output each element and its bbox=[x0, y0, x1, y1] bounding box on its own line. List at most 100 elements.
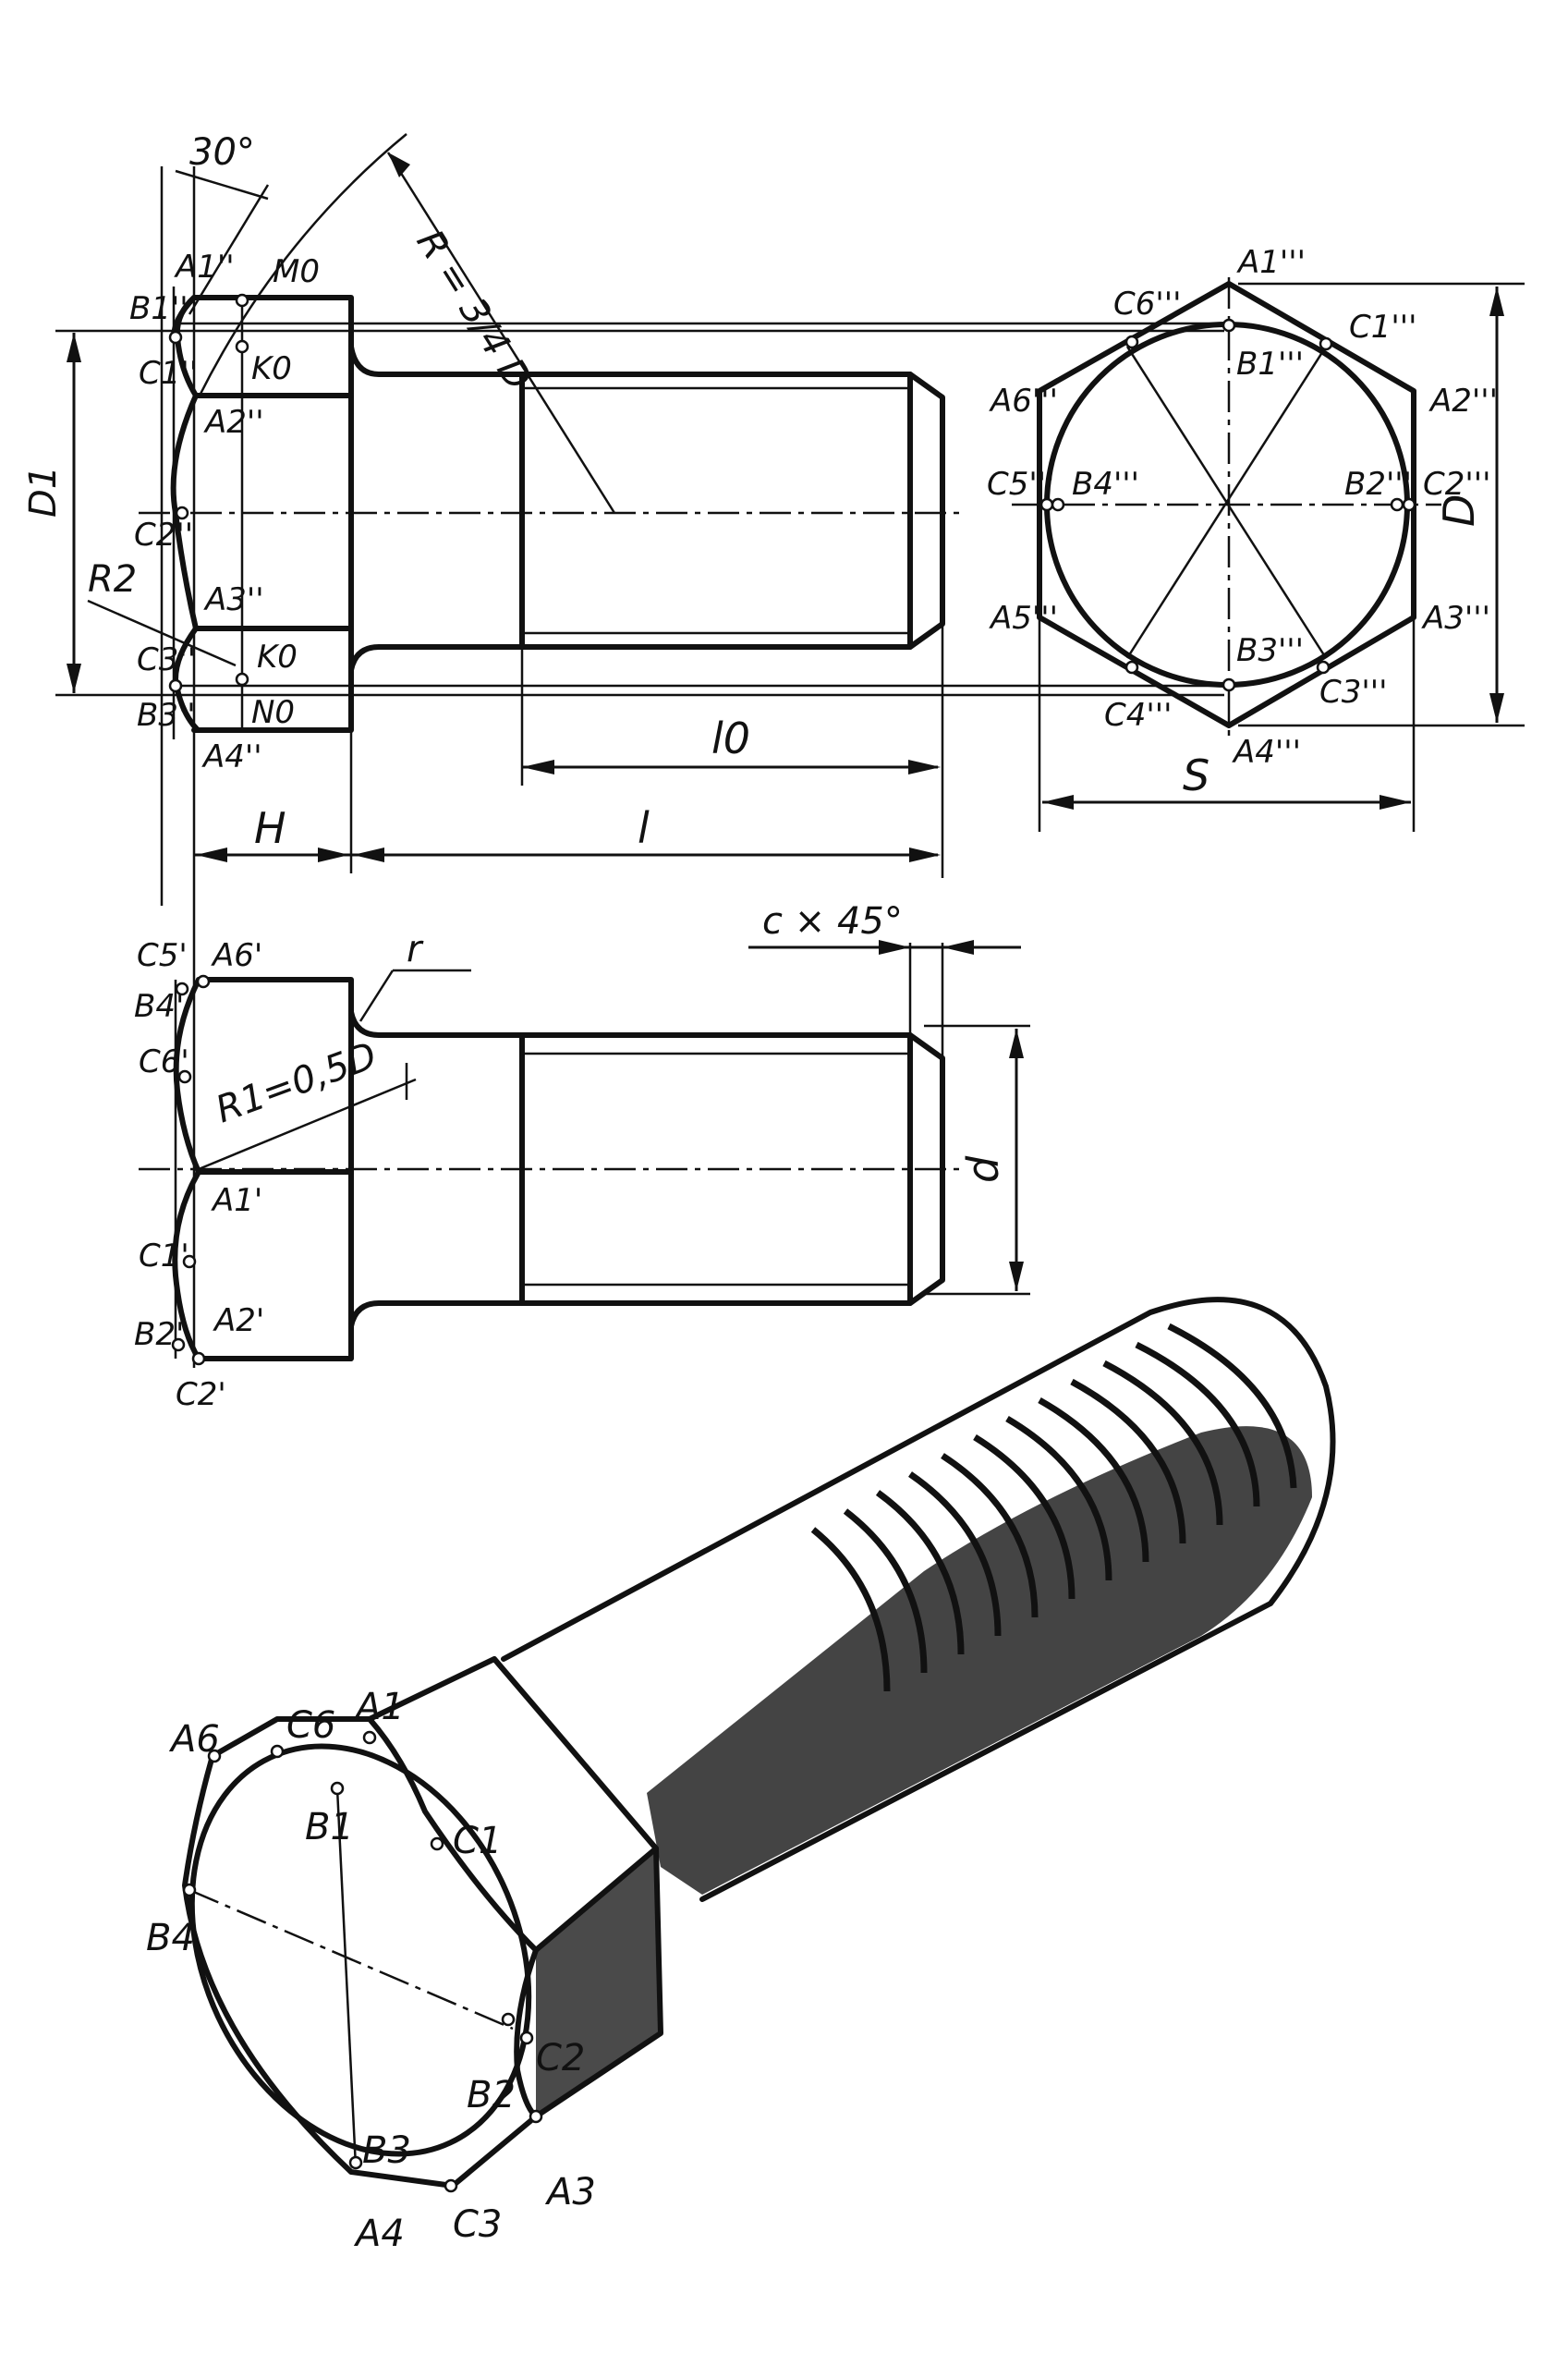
front-view bbox=[55, 133, 1224, 1368]
front-view-labels: 30° R = 3/4 D B1'' A1'' M0 C1'' K0 A2'' … bbox=[22, 131, 750, 853]
dim-l0-arrow-left bbox=[522, 760, 554, 774]
label-b3-front: B3'' bbox=[137, 697, 196, 734]
dim-h-arrow-right bbox=[318, 848, 349, 862]
label-a1-front: A1'' bbox=[174, 249, 235, 286]
label-b1-end: B1''' bbox=[1236, 346, 1304, 383]
pt-c3-end bbox=[1316, 660, 1331, 675]
label-a1-end: A1''' bbox=[1236, 244, 1306, 281]
label-a4-end: A4''' bbox=[1232, 734, 1301, 771]
pt-c2-end bbox=[1402, 497, 1416, 512]
label-c1-iso: C1 bbox=[453, 1820, 502, 1862]
radius-line bbox=[386, 152, 616, 514]
iso-axis-1 bbox=[188, 1888, 514, 2031]
label-a6-end: A6''' bbox=[989, 383, 1058, 420]
label-a3-end: A3''' bbox=[1421, 600, 1490, 637]
dim-l-arrow-left bbox=[353, 848, 384, 862]
label-c2-iso: C2 bbox=[536, 2037, 585, 2079]
pt-a6-top bbox=[196, 974, 211, 989]
pt-a3-iso bbox=[529, 2109, 543, 2124]
dim-d-arrow-top bbox=[1489, 287, 1504, 316]
pt-b3-end bbox=[1222, 677, 1236, 692]
pt-c1-iso bbox=[430, 1836, 444, 1851]
pt-k0-top bbox=[235, 339, 249, 354]
label-b1-iso: B1 bbox=[305, 1806, 354, 1848]
pt-b3-iso bbox=[348, 2155, 363, 2170]
label-h: H bbox=[254, 803, 286, 853]
dim-d1-arrow-bottom bbox=[67, 664, 81, 693]
label-r2: R2 bbox=[88, 558, 137, 601]
end-view bbox=[1012, 277, 1525, 832]
label-b2-top: B2' bbox=[134, 1316, 184, 1353]
label-c4-end: C4''' bbox=[1104, 697, 1172, 734]
label-c1-end: C1''' bbox=[1349, 309, 1416, 346]
label-a3-iso: A3 bbox=[544, 2171, 596, 2214]
label-a6-top: A6' bbox=[211, 937, 262, 974]
label-b1-front: B1'' bbox=[129, 290, 188, 327]
dim-l0-arrow-right bbox=[908, 760, 941, 774]
label-chamfer: c × 45° bbox=[762, 900, 903, 943]
label-c2-end: C2''' bbox=[1423, 466, 1490, 503]
pt-b2-top bbox=[171, 1337, 186, 1352]
angle-line-1 bbox=[175, 169, 269, 201]
label-k0-top: K0 bbox=[251, 350, 292, 387]
front-shank bbox=[348, 344, 945, 673]
label-c2-top: C2' bbox=[176, 1376, 226, 1413]
pt-b4-iso bbox=[182, 1883, 197, 1897]
label-s: S bbox=[1183, 750, 1209, 800]
pt-k0-bottom bbox=[235, 672, 249, 687]
label-a2-end: A2''' bbox=[1428, 383, 1498, 420]
label-c1-front: C1'' bbox=[139, 355, 198, 392]
isometric-labels: A6 C6 A1 B1 C1 B4 C2 B2 B3 A4 C3 A3 bbox=[146, 1686, 596, 2255]
label-b4-top: B4' bbox=[134, 988, 184, 1025]
pt-b1-end bbox=[1222, 318, 1236, 333]
pt-b2-iso bbox=[501, 2012, 516, 2027]
angle-line-2 bbox=[188, 184, 270, 315]
pt-c5-top bbox=[175, 982, 189, 996]
iso-thread bbox=[810, 1323, 1297, 1692]
end-hexagon bbox=[1037, 281, 1416, 728]
label-a4-front: A4'' bbox=[201, 738, 262, 775]
label-a1-iso: A1 bbox=[353, 1686, 405, 1728]
dim-d-arrow-bottom bbox=[1489, 693, 1504, 723]
pt-a1-iso bbox=[362, 1730, 377, 1745]
r1-leader bbox=[198, 1078, 417, 1171]
iso-axis-2 bbox=[335, 1787, 358, 2168]
dim-l-arrow-right bbox=[909, 848, 941, 862]
label-c6-end: C6''' bbox=[1113, 286, 1181, 323]
chamfer-arrow-right bbox=[942, 940, 974, 955]
label-b3-end: B3''' bbox=[1236, 632, 1304, 669]
iso-shank-outline bbox=[501, 1297, 1336, 1902]
label-a4-iso: A4 bbox=[353, 2213, 405, 2255]
label-a1-top: A1' bbox=[211, 1182, 262, 1219]
pt-c2-top bbox=[191, 1351, 206, 1366]
pt-c6-end bbox=[1124, 335, 1139, 349]
dim-h-arrow-left bbox=[196, 848, 227, 862]
pt-c1-end bbox=[1319, 336, 1333, 351]
r2-leader bbox=[87, 599, 237, 667]
top-view bbox=[139, 940, 1030, 1366]
label-r: r bbox=[407, 928, 424, 970]
label-a3-front: A3'' bbox=[203, 581, 264, 618]
end-view-labels: A1''' C6''' C1''' B1''' A6''' A2''' C5''… bbox=[987, 244, 1498, 800]
label-c6-top: C6' bbox=[139, 1043, 189, 1080]
top-head-arc-1 bbox=[173, 977, 201, 1175]
dim-d-small-arrow-bottom bbox=[1009, 1262, 1024, 1291]
label-c5-top: C5' bbox=[137, 937, 188, 974]
label-r1: R1=0,5D bbox=[211, 1034, 383, 1131]
dim-d-small-arrow-top bbox=[1009, 1029, 1024, 1058]
angle-label: 30° bbox=[189, 131, 255, 174]
pt-c2-iso bbox=[519, 2031, 534, 2045]
label-l: l bbox=[638, 803, 650, 853]
chamfer-arrow-left bbox=[879, 940, 910, 955]
label-c3-end: C3''' bbox=[1319, 674, 1387, 711]
label-l0: l0 bbox=[711, 713, 750, 763]
label-k0-bottom: K0 bbox=[257, 639, 298, 676]
pt-b4-end bbox=[1051, 497, 1065, 512]
label-a2-front: A2'' bbox=[203, 404, 264, 441]
label-c2-front: C2'' bbox=[134, 517, 193, 554]
label-d-small: d bbox=[958, 1155, 1008, 1183]
label-b2-end: B2''' bbox=[1344, 466, 1412, 503]
iso-head-edge-2 bbox=[533, 1846, 659, 1953]
pt-c6-top bbox=[177, 1069, 192, 1084]
radius-arrow bbox=[388, 152, 410, 177]
